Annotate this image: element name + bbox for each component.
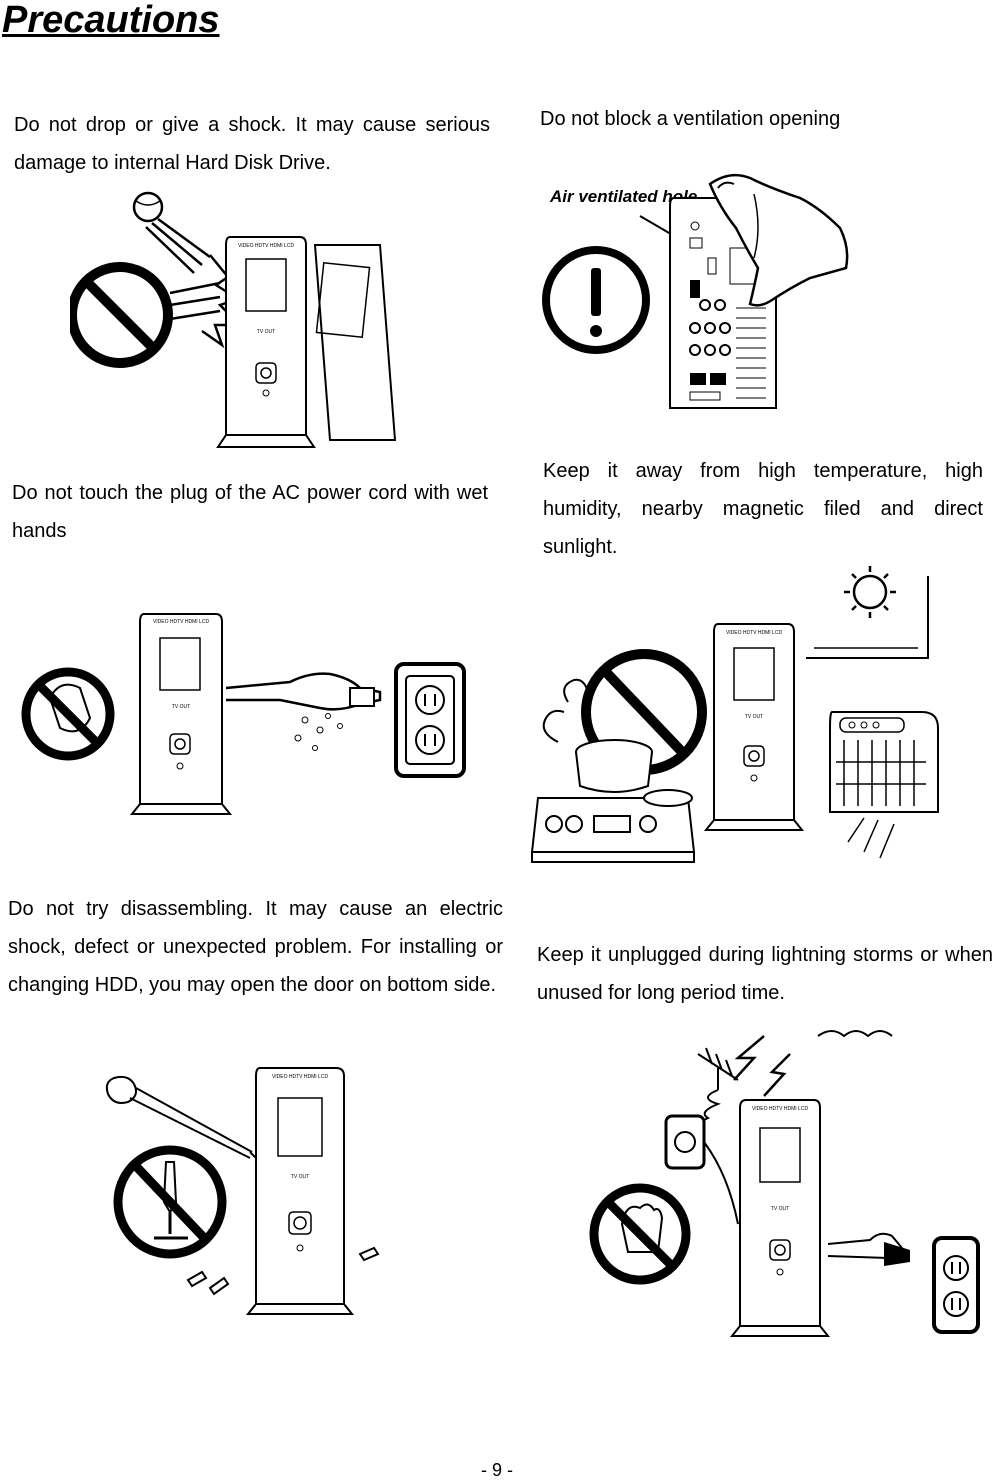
wet-hand-plug-icon <box>225 672 382 751</box>
environment-illustration: VIDEO HDTV HDMI LCD TV OUT <box>518 562 948 868</box>
page-title: Precautions <box>2 0 220 41</box>
cloth-hand-icon <box>708 173 849 307</box>
precaution-wet-hands-text: Do not touch the plug of the AC power co… <box>12 482 488 542</box>
drop-shock-illustration: VIDEO HDTV HDMI LCD TV OUT <box>70 185 400 460</box>
prohibited-hand-icon <box>589 1183 691 1285</box>
media-player-device: VIDEO HDTV HDMI LCD TV OUT <box>703 623 805 831</box>
svg-text:VIDEO HDTV HDMI LCD: VIDEO HDTV HDMI LCD <box>153 619 210 625</box>
ventilation-illustration: Air ventilated hole <box>540 168 860 430</box>
svg-text:TV OUT: TV OUT <box>172 704 190 710</box>
svg-text:VIDEO HDTV HDMI LCD: VIDEO HDTV HDMI LCD <box>238 243 295 249</box>
svg-text:TV OUT: TV OUT <box>771 1206 789 1212</box>
disassembly-illustration: VIDEO HDTV HDMI LCD TV OUT <box>100 1062 390 1322</box>
media-player-device-tilted <box>313 244 397 441</box>
precaution-ventilation-text: Do not block a ventilation opening <box>540 108 841 130</box>
svg-text:TV OUT: TV OUT <box>745 714 763 720</box>
wall-outlet-icon <box>394 662 466 778</box>
svg-text:TV OUT: TV OUT <box>291 1174 309 1180</box>
svg-text:TV OUT: TV OUT <box>257 329 275 335</box>
precaution-lightning-text: Keep it unplugged during lightning storm… <box>537 944 993 1004</box>
heater-icon <box>829 711 939 859</box>
prohibited-icon <box>70 262 173 368</box>
wet-hands-illustration: VIDEO HDTV HDMI LCD TV OUT <box>20 608 480 820</box>
svg-text:VIDEO HDTV HDMI LCD: VIDEO HDTV HDMI LCD <box>752 1106 809 1112</box>
media-player-device: VIDEO HDTV HDMI LCD TV OUT <box>729 1099 831 1337</box>
precaution-environment-text: Keep it away from high temperature, high… <box>543 460 983 558</box>
wall-socket-icon <box>664 1114 739 1225</box>
page-number: - 9 - <box>480 1460 513 1480</box>
precaution-drop-text: Do not drop or give a shock. It may caus… <box>14 114 490 174</box>
svg-text:VIDEO HDTV HDMI LCD: VIDEO HDTV HDMI LCD <box>726 630 783 636</box>
hand-unplugging-icon <box>827 1232 910 1266</box>
steaming-pot-stove-icon <box>530 678 696 863</box>
media-player-device: VIDEO HDTV HDMI LCD TV OUT <box>129 613 233 815</box>
sun-window-icon <box>806 566 929 659</box>
prohibited-screwdriver-icon <box>113 1145 227 1259</box>
air-hole-callout: Air ventilated hole <box>549 187 697 206</box>
precaution-disassembly-text: Do not try disassembling. It may cause a… <box>8 898 503 996</box>
prohibited-hand-icon <box>21 667 115 761</box>
lightning-illustration: VIDEO HDTV HDMI LCD TV OUT <box>588 1024 984 1344</box>
ball-icon <box>132 191 211 274</box>
caution-icon <box>542 246 650 354</box>
screws-icon <box>186 1246 380 1296</box>
screwdriver-icon <box>105 1075 257 1159</box>
media-player-device: VIDEO HDTV HDMI LCD TV OUT <box>245 1067 355 1315</box>
wall-outlet-icon <box>932 1236 980 1334</box>
storm-cloud-icon <box>733 1030 893 1097</box>
svg-text:VIDEO HDTV HDMI LCD: VIDEO HDTV HDMI LCD <box>272 1074 329 1080</box>
media-player-device: VIDEO HDTV HDMI LCD TV OUT <box>216 236 316 448</box>
